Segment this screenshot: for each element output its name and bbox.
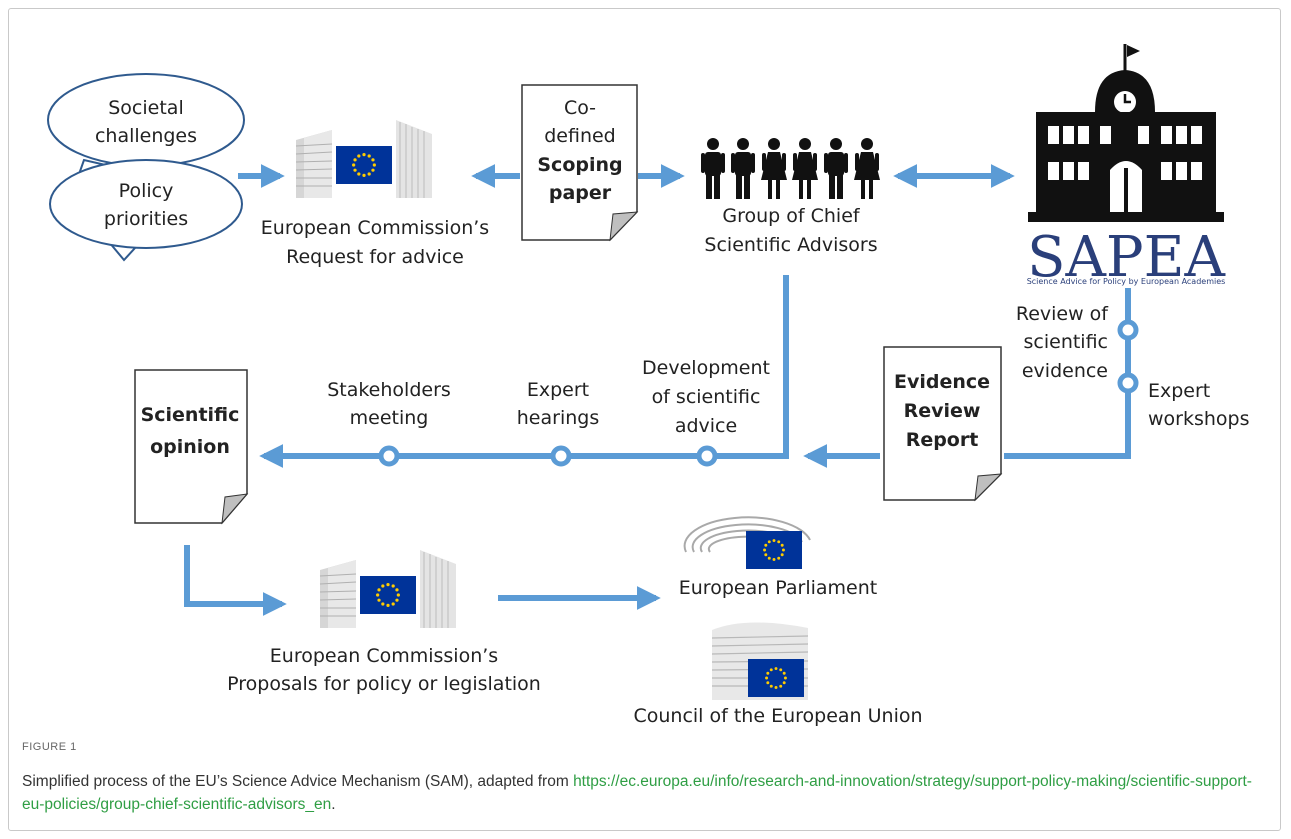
scientific-opinion-document-icon — [134, 369, 249, 525]
parliament-hemicycle-icon — [683, 516, 811, 569]
connector-lines — [184, 164, 1131, 616]
chief-scientific-advisors-people-icon — [701, 138, 880, 199]
milestone-development — [696, 445, 718, 467]
development-label-1: Development — [642, 357, 770, 379]
caption-end: . — [331, 796, 336, 813]
ec-request-label-1: European Commission’s — [261, 217, 489, 239]
societal-label-1: Societal — [108, 97, 183, 119]
err-label-3: Report — [906, 429, 979, 451]
ec-proposals-label-2: Proposals for policy or legislation — [227, 673, 541, 695]
caption-text: Simplified process of the EU’s Science A… — [22, 773, 574, 790]
gcsa-label-1: Group of Chief — [722, 205, 861, 227]
policy-label-1: Policy — [119, 180, 174, 202]
development-label-3: advice — [675, 415, 737, 437]
gcsa-label-2: Scientific Advisors — [704, 234, 877, 256]
scoping-paper-document-icon — [521, 84, 639, 242]
scoping-label-1: Co- — [564, 97, 596, 119]
caption-source-link[interactable]: https://ec.europa.eu/info/research-and-i… — [22, 773, 1252, 813]
hearings-label-1: Expert — [527, 379, 589, 401]
milestone-stakeholders — [378, 445, 400, 467]
council-label: Council of the European Union — [633, 705, 922, 727]
milestone-hearings — [550, 445, 572, 467]
milestone-workshops — [1117, 372, 1139, 394]
policy-priorities-bubble: Policy priorities — [49, 159, 243, 262]
err-label-2: Review — [904, 400, 981, 422]
stakeholders-label-2: meeting — [350, 407, 429, 429]
scoping-label-2: defined — [544, 125, 616, 147]
review-label-3: evidence — [1022, 360, 1108, 382]
stakeholders-label-1: Stakeholders — [327, 379, 451, 401]
figure-label: FIGURE 1 — [22, 741, 77, 753]
figure-caption: Simplified process of the EU’s Science A… — [22, 770, 1262, 816]
line-sapea-down-to-report — [1004, 288, 1131, 459]
ec-building-icon-2 — [320, 550, 456, 628]
opinion-label-1: Scientific — [141, 404, 240, 426]
societal-label-2: challenges — [95, 125, 197, 147]
arrow-opinion-to-ec-proposals — [184, 545, 287, 616]
workshops-label-2: workshops — [1148, 408, 1250, 430]
ec-proposals-label-1: European Commission’s — [270, 645, 498, 667]
council-building-icon — [711, 622, 809, 700]
evidence-review-report-document-icon — [883, 346, 1003, 502]
milestone-review — [1117, 319, 1139, 341]
review-label-2: scientific — [1024, 331, 1109, 353]
ec-building-icon — [296, 120, 432, 198]
scoping-label-4: paper — [549, 182, 612, 204]
line-gcsa-down-to-opinion — [259, 275, 789, 468]
sapea-logo-subtitle: Science Advice for Policy by European Ac… — [1027, 277, 1226, 286]
ec-request-label-2: Request for advice — [286, 246, 464, 268]
development-label-2: of scientific — [652, 386, 761, 408]
milestone-markers — [378, 319, 1139, 467]
scoping-label-3: Scoping — [537, 154, 622, 176]
review-label-1: Review of — [1016, 303, 1109, 325]
sapea-building-icon — [1028, 44, 1224, 222]
parliament-label: European Parliament — [679, 577, 878, 599]
sapea-logo-text: SAPEA — [1027, 225, 1225, 290]
opinion-label-2: opinion — [150, 436, 230, 458]
err-label-1: Evidence — [894, 371, 990, 393]
process-diagram: Societal challenges Policy priorities Eu… — [47, 44, 1250, 727]
hearings-label-2: hearings — [517, 407, 599, 429]
policy-label-2: priorities — [104, 208, 188, 230]
workshops-label-1: Expert — [1148, 380, 1210, 402]
